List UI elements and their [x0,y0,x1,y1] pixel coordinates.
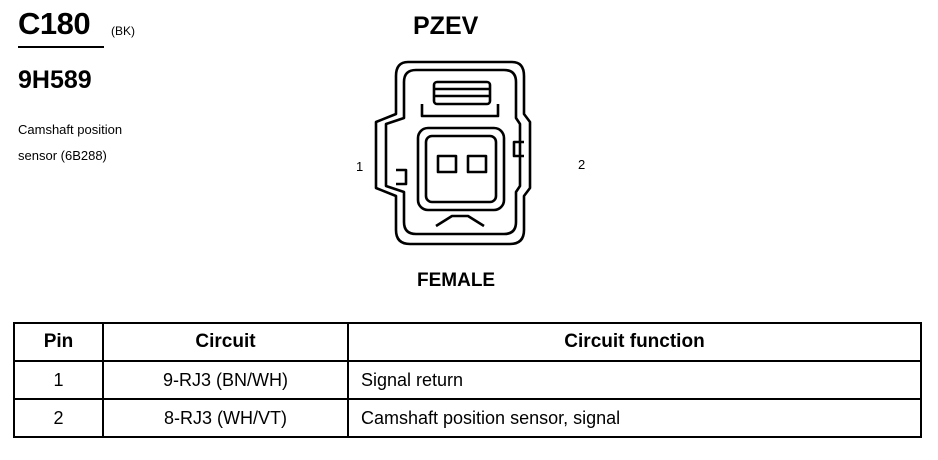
locking-tab [432,80,492,106]
pin-cavity-housing [416,126,506,212]
pin-label-1: 1 [356,159,364,174]
connector-id: C180 [18,6,91,41]
table-row: 2 8-RJ3 (WH/VT) Camshaft position sensor… [13,398,922,438]
terminal-2 [466,154,488,174]
side-latch-left [396,168,408,186]
cell-function: Camshaft position sensor, signal [347,398,922,438]
connector-inner-shell [384,68,522,236]
header-circuit-function: Circuit function [347,322,922,362]
polarization-key [435,214,485,228]
cell-pin: 2 [13,398,104,438]
table-row: 1 9-RJ3 (BN/WH) Signal return [13,360,922,400]
description-line-1: Camshaft position [18,122,123,137]
cell-circuit: 9-RJ3 (BN/WH) [102,360,349,400]
pin-label-2: 2 [578,157,586,172]
side-latch-right [512,140,524,158]
cell-function: Signal return [347,360,922,400]
pin-table: Pin Circuit Circuit function 1 9-RJ3 (BN… [13,322,922,438]
header-pin: Pin [13,322,104,362]
table-header-row: Pin Circuit Circuit function [13,322,922,362]
color-code: (BK) [111,24,135,38]
description-line-2: sensor (6B288) [18,148,107,163]
cell-pin: 1 [13,360,104,400]
header-circuit: Circuit [102,322,349,362]
terminal-1 [436,154,458,174]
gender-label: FEMALE [417,270,496,291]
connector-outer-shell [374,60,532,246]
part-number: 9H589 [18,66,92,94]
cell-circuit: 8-RJ3 (WH/VT) [102,398,349,438]
diagram-title: PZEV [413,12,479,40]
connector-id-underline [18,46,104,48]
connector-face-drawing [374,60,532,246]
